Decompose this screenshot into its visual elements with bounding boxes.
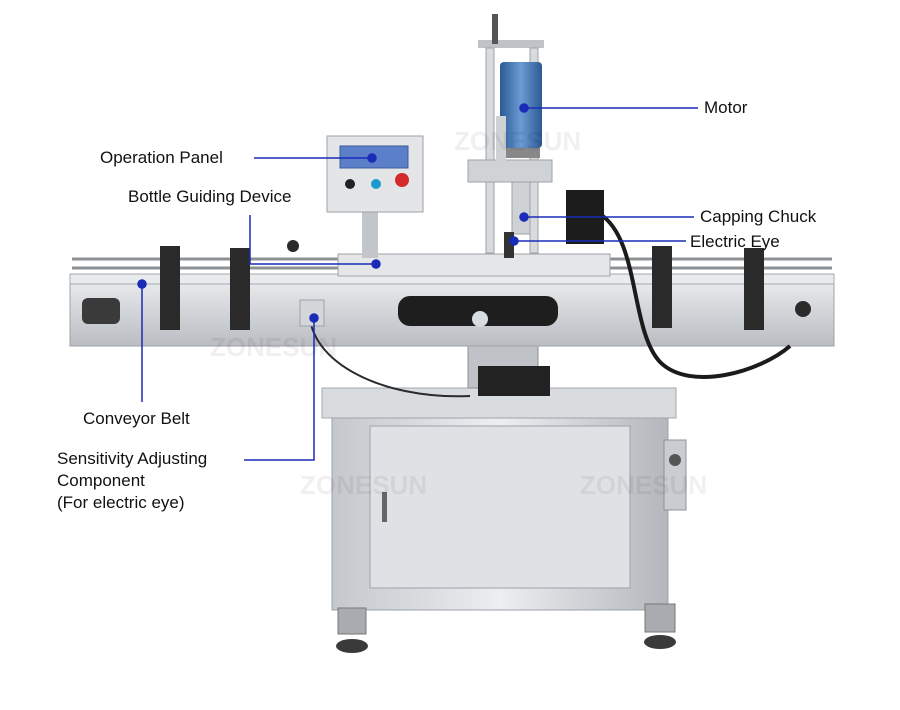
operation-panel-device (326, 135, 424, 258)
watermark-1: ZONESUN (454, 126, 581, 156)
label-sensitivity-line2: Component (57, 471, 145, 490)
label-conveyor-belt: Conveyor Belt (83, 409, 190, 428)
callout-dot-capping-chuck (519, 212, 529, 222)
watermark-3: ZONESUN (300, 470, 427, 500)
callout-dot-conveyor (137, 279, 147, 289)
callout-dot-sensitivity (309, 313, 319, 323)
casters (336, 603, 676, 653)
label-sensitivity-line3: (For electric eye) (57, 493, 185, 512)
callout-line-sensitivity (244, 318, 315, 461)
emergency-stop[interactable] (395, 173, 409, 187)
bottle-guide-bar (337, 253, 611, 277)
panel-button-1[interactable] (345, 179, 355, 189)
label-capping-chuck: Capping Chuck (700, 207, 817, 226)
callout-dot-bottle-guiding (371, 259, 381, 269)
label-motor: Motor (704, 98, 748, 117)
cabinet (321, 387, 687, 611)
callout-lines (137, 103, 698, 461)
watermark-4: ZONESUN (580, 470, 707, 500)
label-sensitivity-adjusting: Sensitivity Adjusting Component (For ele… (57, 448, 207, 514)
motor-cover-plate (82, 298, 120, 324)
callout-dot-operation-panel (367, 153, 377, 163)
panel-button-2[interactable] (371, 179, 381, 189)
air-regulator (663, 439, 687, 511)
electric-eye-sensor (504, 232, 514, 258)
callout-dot-motor (519, 103, 529, 113)
cabinet-handle[interactable] (382, 492, 387, 522)
callout-line-bottle-guiding (249, 215, 376, 265)
label-bottle-guiding-device: Bottle Guiding Device (128, 187, 292, 206)
power-switch[interactable] (795, 301, 811, 317)
conveyor (69, 240, 835, 347)
watermark-2: ZONESUN (210, 332, 337, 362)
label-operation-panel: Operation Panel (100, 148, 223, 167)
callout-dot-electric-eye (509, 236, 519, 246)
label-sensitivity-line1: Sensitivity Adjusting (57, 449, 208, 468)
label-electric-eye: Electric Eye (690, 232, 780, 251)
